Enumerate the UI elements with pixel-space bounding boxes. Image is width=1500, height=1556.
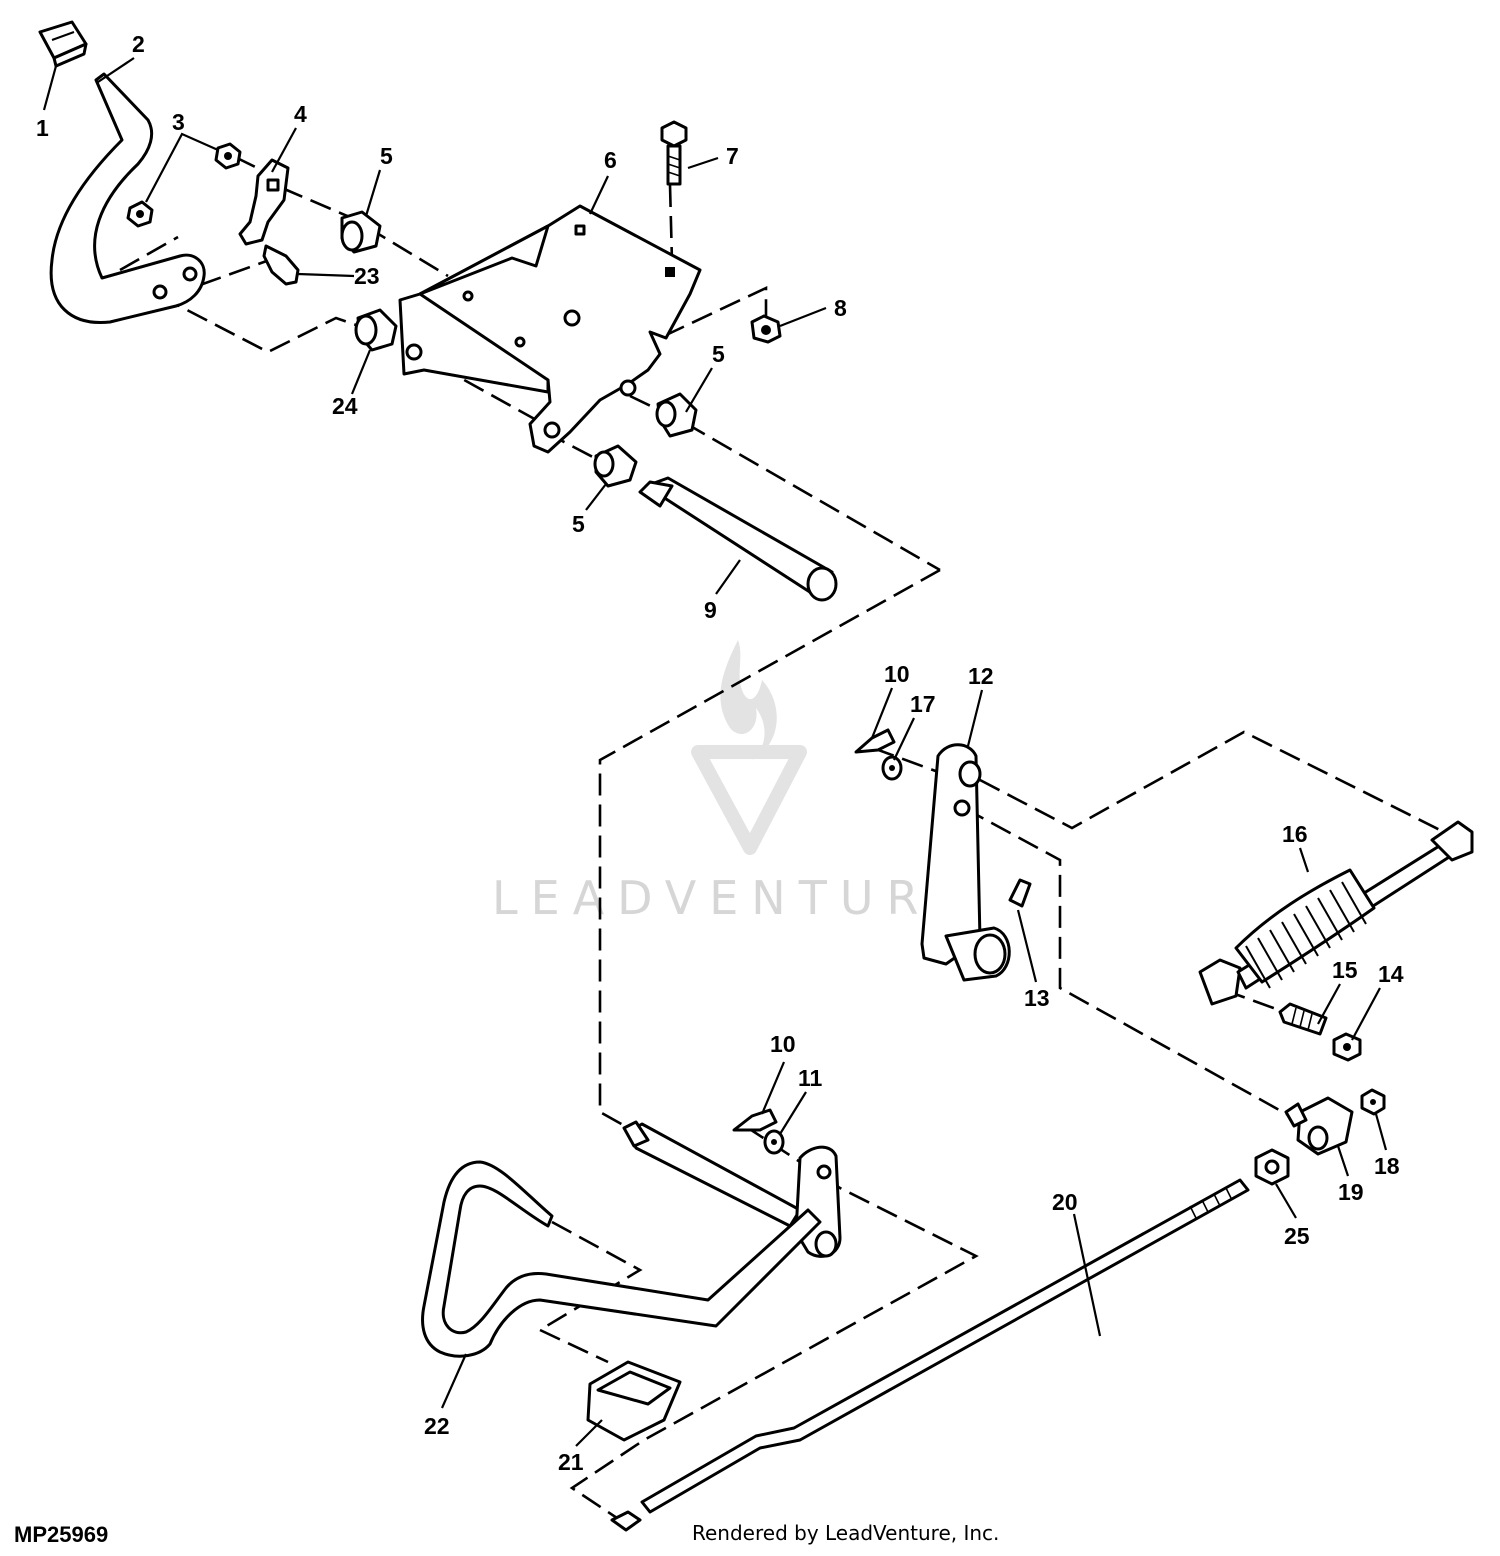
part-3-nut-upper	[214, 142, 242, 170]
part-11-washer	[763, 1129, 785, 1155]
part-24-bushing	[354, 308, 398, 352]
callout-23: 23	[354, 263, 380, 289]
part-5-bushing-c	[593, 444, 638, 488]
drawing-code: MP25969	[14, 1522, 108, 1547]
part-18-nut	[1360, 1088, 1386, 1116]
callout-5-c: 5	[572, 511, 585, 537]
watermark-text: LEADVENTURE	[492, 871, 974, 925]
part-17-washer	[881, 755, 903, 781]
callout-25: 25	[1284, 1223, 1310, 1249]
callout-1: 1	[36, 115, 49, 141]
spring-coils	[1245, 881, 1367, 989]
render-credit: Rendered by LeadVenture, Inc.	[692, 1521, 999, 1545]
part-14-nut	[1332, 1032, 1362, 1062]
callout-7: 7	[726, 143, 739, 169]
callout-6: 6	[604, 147, 617, 173]
callout-10-upper: 10	[884, 661, 910, 687]
part-25-jam-nut	[1254, 1148, 1290, 1186]
callout-15: 15	[1332, 957, 1358, 983]
part-5-bushing-b	[655, 392, 698, 438]
part-2-brake-pedal	[49, 72, 206, 324]
watermark: LEADVENTURE	[492, 640, 974, 925]
part-10-clip-lower	[732, 1108, 778, 1132]
part-6-mounting-bracket	[398, 204, 702, 454]
callout-24: 24	[332, 393, 358, 419]
callout-13: 13	[1024, 985, 1050, 1011]
callout-10-lower: 10	[770, 1031, 796, 1057]
callout-11: 11	[798, 1065, 823, 1091]
callout-5-b: 5	[712, 341, 725, 367]
part-1-pedal-pad	[38, 20, 88, 68]
assembly-lines	[119, 155, 1461, 1522]
part-16-spring-rod	[1198, 820, 1474, 1006]
callout-2: 2	[132, 31, 145, 57]
callout-21: 21	[558, 1449, 584, 1475]
leader-lines	[42, 57, 1388, 1447]
part-8-lock-nut	[750, 314, 782, 344]
callout-19: 19	[1338, 1179, 1364, 1205]
part-20-rod	[610, 1178, 1250, 1532]
callout-20: 20	[1052, 1189, 1078, 1215]
callout-16: 16	[1282, 821, 1308, 847]
callout-12: 12	[968, 663, 994, 689]
part-4-bracket	[238, 158, 290, 246]
callouts: 1 2 3 4 5 6 7 8 23 24 5 5 9 10 17 12 13 …	[36, 31, 1404, 1475]
part-12-arm	[920, 743, 1011, 982]
part-5-bushing-a	[340, 210, 382, 254]
callout-3: 3	[172, 109, 185, 135]
callout-4: 4	[294, 101, 307, 127]
part-23-pin	[262, 244, 300, 286]
part-19-swivel	[1284, 1096, 1354, 1156]
part-15-stud	[1278, 1002, 1328, 1036]
callout-14: 14	[1378, 961, 1404, 987]
part-22-clutch-pedal	[421, 1120, 842, 1358]
callout-22: 22	[424, 1413, 450, 1439]
callout-17: 17	[910, 691, 936, 717]
part-7-bolt	[660, 120, 688, 186]
callout-9: 9	[704, 597, 717, 623]
callout-8: 8	[834, 295, 847, 321]
part-13-pin	[1008, 878, 1032, 908]
part-3-nut-lower	[126, 200, 154, 228]
part-10-clip-upper	[854, 728, 896, 754]
callout-5-a: 5	[380, 143, 393, 169]
callout-18: 18	[1374, 1153, 1400, 1179]
part-9-shaft	[638, 476, 838, 602]
part-21-pedal-pad	[586, 1360, 682, 1442]
